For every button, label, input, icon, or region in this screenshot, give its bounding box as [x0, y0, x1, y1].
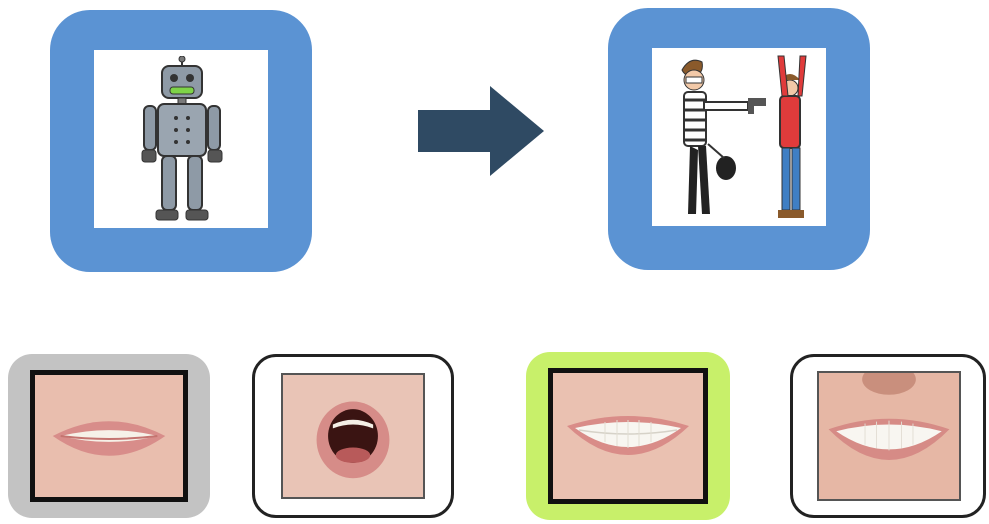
- wide-smile-mouth-icon: [817, 371, 961, 501]
- open-mouth-icon: [281, 373, 425, 499]
- robbery-icon: [668, 50, 812, 224]
- mouth-option-closed-smile[interactable]: [8, 354, 210, 518]
- robot-card-inner: [94, 50, 268, 228]
- robbery-card[interactable]: [608, 8, 870, 270]
- mouth-option-teeth-smile[interactable]: [526, 352, 730, 520]
- mouth-option-open[interactable]: [252, 354, 454, 518]
- robot-card[interactable]: [50, 10, 312, 272]
- arrow-right-icon: [418, 86, 544, 176]
- robot-icon: [134, 56, 230, 224]
- robbery-card-inner: [652, 48, 826, 226]
- mouth-option-wide-smile[interactable]: [790, 354, 986, 518]
- teeth-smile-mouth-icon: [548, 368, 708, 504]
- closed-smile-mouth-icon: [30, 370, 188, 502]
